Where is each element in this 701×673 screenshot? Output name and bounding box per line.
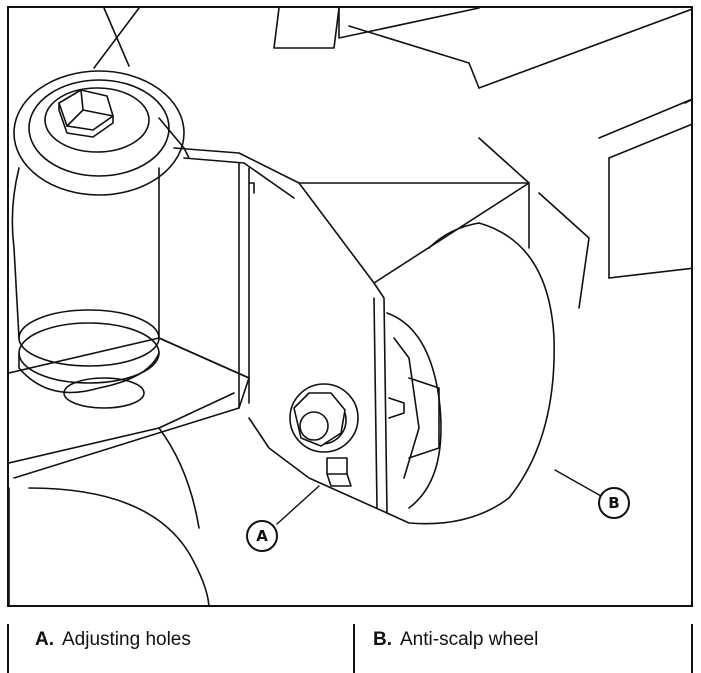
- wheel-bracket: [173, 137, 530, 514]
- hex-bolt-head: [58, 89, 114, 138]
- callout-b-letter: B: [608, 494, 619, 512]
- callout-a: A: [246, 520, 278, 552]
- legend-key-b: B.: [373, 629, 392, 650]
- legend-key-a: A.: [35, 629, 54, 650]
- legend-item-a: A. Adjusting holes: [35, 607, 191, 673]
- legend-item-b: B. Anti-scalp wheel: [373, 607, 538, 673]
- spindle-housing: [11, 70, 185, 409]
- callout-b: B: [598, 487, 630, 519]
- callout-b-leader: [554, 469, 602, 497]
- deck-frame: [93, 8, 691, 309]
- legend: A. Adjusting holes B. Anti-scalp wheel: [7, 607, 693, 673]
- callout-a-letter: A: [256, 527, 268, 545]
- legend-divider-middle: [353, 624, 355, 673]
- diagram-frame: A B: [7, 6, 693, 607]
- legend-text-a: Adjusting holes: [62, 629, 191, 650]
- anti-scalp-wheel-illustration: A B: [9, 8, 691, 605]
- legend-divider-right: [691, 624, 693, 673]
- anti-scalp-wheel: [386, 222, 555, 525]
- adjusting-nut: [289, 383, 359, 487]
- legend-divider-left: [7, 624, 9, 673]
- callout-a-leader: [276, 485, 320, 525]
- lower-frame: [9, 337, 250, 605]
- legend-text-b: Anti-scalp wheel: [400, 629, 539, 650]
